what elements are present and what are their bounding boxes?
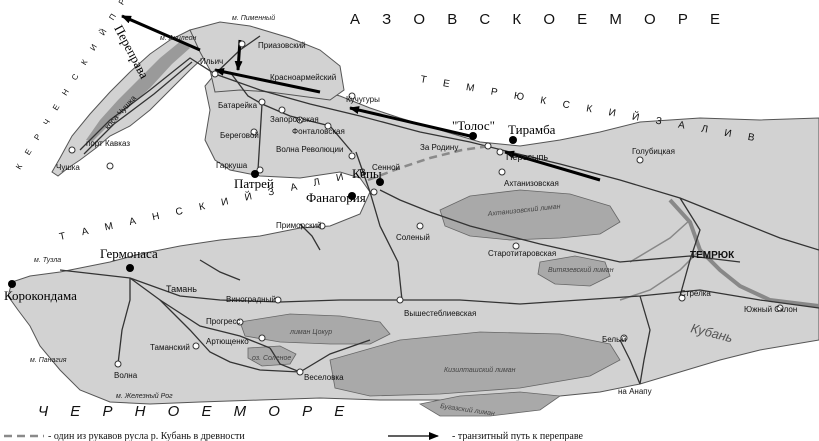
label-akhtanizovskaya: Ахтанизовская (504, 179, 559, 188)
label-tamansky: Таманский (150, 343, 190, 352)
label-prizovsky: Приазовский (258, 41, 306, 50)
lake-label-tsokur: лиман Цокур (289, 329, 332, 336)
cape-label-pimenny: м. Пименный (232, 14, 275, 22)
label-kuchuguri: Кучугуры (346, 95, 380, 104)
label-progress: Прогресс (206, 317, 240, 326)
legend-dashed-text: - один из рукавов русла р. Кубань в древ… (48, 431, 245, 441)
label-vinogradny: Виноградный (226, 295, 276, 304)
label-senoy: Сенной (372, 163, 400, 172)
label-za-rodinu: За Родину (420, 143, 458, 152)
ancient-kuban-channel (367, 144, 491, 182)
label-bely: Белый (602, 335, 626, 344)
settlement-markers (68, 40, 784, 376)
label-volna-revolutsii: Волна Революции (276, 145, 343, 154)
road-network (59, 35, 819, 385)
lake-akhtanizovsky (439, 189, 621, 241)
label-batareyka: Батарейка (218, 101, 258, 110)
land-north-peninsula (189, 21, 345, 101)
site-label-tiramba: Тирамба (508, 122, 556, 137)
ancient-city-markers (8, 132, 517, 288)
lake-label-solenoe: оз. Соленое (252, 355, 291, 362)
transit-arrow-2 (349, 106, 471, 138)
label-volna: Волна (114, 371, 138, 380)
sea-label-black: Ч Е Р Н О Е М О Р Е (38, 403, 353, 420)
lake-bugazsky (418, 391, 562, 417)
sea-label-azov: А З О В С К О Е М О Р Е (350, 11, 729, 28)
label-chushka: Чушка (56, 163, 80, 172)
label-krasnoarmeysky: Красноармейский (270, 73, 336, 82)
site-label-kepy: Кепы (352, 166, 382, 181)
kuban-branch-1 (629, 219, 691, 263)
label-temryuk: ТЕМРЮК (690, 250, 735, 261)
label-yuzhny-sklon: Южный Склон (744, 305, 797, 314)
site-label-korokondama: Корокондама (4, 288, 77, 303)
lake-solenoe (247, 345, 297, 367)
transit-arrow-4 (121, 14, 201, 52)
site-label-patrey: Патрей (234, 176, 274, 191)
label-artyushchenko: Артющенко (206, 337, 249, 346)
label-vyshesteblievskaya: Вышестеблиевская (404, 309, 476, 318)
label-port-kavkaz: порт Кавказ (86, 139, 130, 148)
label-golubitskaya: Голубицкая (632, 147, 675, 156)
site-label-tolos: "Толос" (452, 118, 495, 133)
cape-label-zhelezny-rog: м. Железный Рог (116, 392, 173, 400)
label-zaporozhskaya: Запорожская (270, 115, 319, 124)
label-fontalovskaya: Фонталовская (292, 127, 345, 136)
land-mainland (7, 29, 819, 405)
site-label-germonasa: Гермонаса (100, 246, 158, 261)
label-garkusha: Гаркуша (216, 161, 248, 170)
lake-kiziltashsky (329, 331, 621, 397)
label-peresyp: Пересыпь (506, 152, 548, 162)
cape-label-panagia: м. Панагия (30, 357, 67, 364)
label-veselovka: Веселовка (304, 373, 344, 382)
transit-arrow-3 (214, 67, 321, 94)
lake-label-kiziltashsky: Кизилташский лиман (444, 366, 516, 374)
transit-arrow-1 (504, 150, 601, 182)
label-taman: Тамань (166, 284, 197, 294)
label-ilich: Ильич (200, 57, 223, 66)
site-label-fanagoria: Фанагория (306, 190, 366, 205)
cape-label-tuzla: м. Тузла (34, 257, 61, 264)
land-chushka-core (86, 40, 190, 142)
lake-vityazevsky (537, 255, 611, 287)
label-strelka: Стрелка (680, 289, 711, 298)
legend: - один из рукавов русла р. Кубань в древ… (4, 431, 584, 441)
kuban-river (668, 198, 819, 308)
lake-label-vityazevsky: Витязевский лиман (548, 266, 614, 274)
label-beregovoy: Береговой (220, 131, 259, 140)
label-na-anapu: на Анапу (618, 387, 652, 396)
legend-arrow-text: - транзитный путь к переправе (452, 431, 584, 441)
cape-label-akhileon: м. Ахилеон (160, 35, 196, 42)
label-soleny: Соленый (396, 233, 430, 242)
label-primorsky: Приморский (276, 221, 322, 230)
label-starotitarovskaya: Старотитаровская (488, 249, 556, 258)
